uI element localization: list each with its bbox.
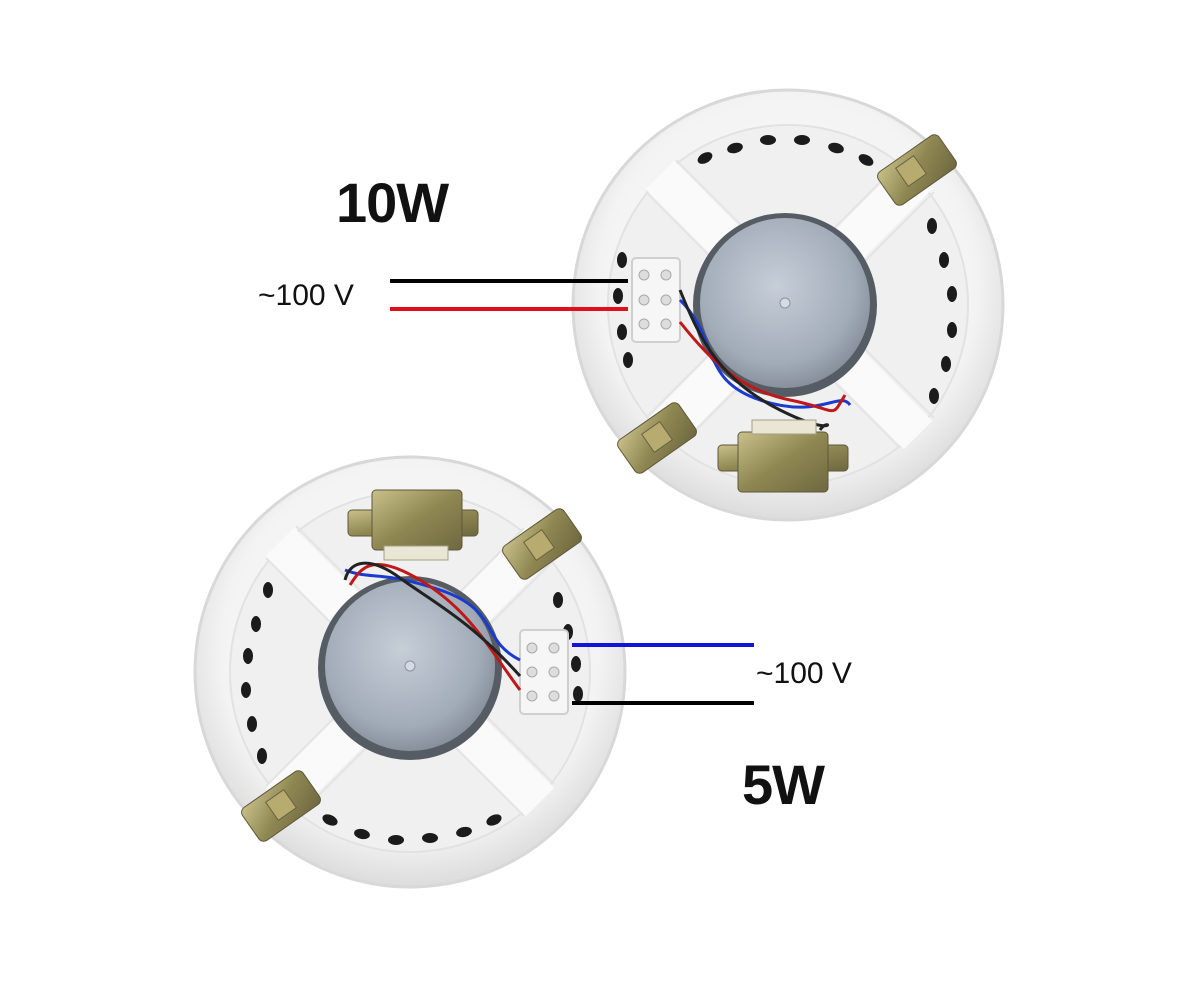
terminal-block — [631, 257, 681, 343]
mounting-clip — [877, 134, 957, 206]
mounting-clip — [617, 402, 697, 474]
voltage-label-bottom: ~100 V — [756, 657, 852, 690]
transformer — [717, 419, 849, 493]
terminal-block — [519, 629, 569, 715]
internal-wires — [678, 289, 852, 431]
mounting-clip — [502, 508, 582, 580]
transformer — [347, 489, 479, 561]
internal-wires — [343, 561, 522, 691]
vent-holes — [613, 135, 957, 404]
vent-holes — [241, 582, 583, 845]
power-label-10w: 10W — [336, 171, 449, 234]
speaker-10w — [571, 88, 1005, 522]
voltage-label-top: ~100 V — [258, 279, 354, 312]
power-label-5w: 5W — [742, 753, 825, 816]
mounting-clip — [241, 770, 321, 842]
speaker-5w — [193, 455, 627, 889]
